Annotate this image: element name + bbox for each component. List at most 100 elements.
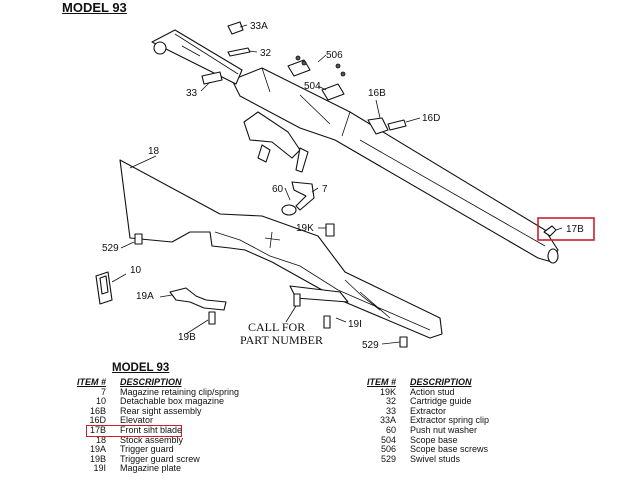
table-row: 32 Cartridge guide	[362, 397, 489, 407]
table-header-row: ITEM # DESCRIPTION	[362, 377, 489, 388]
label-529-top: 529	[102, 243, 119, 254]
item-description: Swivel studs	[410, 453, 461, 464]
action-stud-part	[325, 223, 335, 237]
item-description: Trigger guard screw	[120, 453, 200, 464]
table-row: 16D Elevator	[72, 416, 239, 426]
item-number: 32	[385, 396, 396, 407]
diagram-title: MODEL 93	[62, 0, 127, 15]
label-17b: 17B	[566, 224, 584, 235]
header-item: ITEM #	[366, 377, 396, 387]
item-number: 33A	[379, 415, 396, 426]
item-description: Extractor	[410, 405, 447, 416]
push-nut-washer-part	[281, 204, 297, 216]
label-7: 7	[322, 184, 328, 195]
item-number: 60	[385, 424, 396, 435]
item-number: 18	[95, 434, 106, 445]
item-description: Stock assembly	[120, 434, 184, 445]
label-529-bottom: 529	[362, 340, 379, 351]
item-number: 33	[385, 405, 396, 416]
label-506: 506	[326, 50, 343, 61]
front-sight-blade-part	[543, 225, 557, 237]
header-item: ITEM #	[76, 377, 106, 387]
table-row: 60 Push nut washer	[362, 424, 489, 436]
item-number: 17B	[89, 424, 106, 435]
item-description: Push nut washer	[410, 424, 478, 435]
scope-base-part	[287, 59, 311, 77]
table-row: 506 Scope base screws	[362, 445, 489, 455]
leader-lines	[111, 24, 563, 345]
label-504: 504	[304, 81, 321, 92]
label-16b: 16B	[368, 88, 386, 99]
table-header-row: ITEM # DESCRIPTION	[72, 377, 239, 388]
rear-sight-part	[367, 117, 389, 135]
trigger-assembly-part	[243, 111, 309, 173]
plate-screw-part	[293, 293, 301, 307]
trigger-guard-part	[169, 287, 227, 311]
plate-screw-part-2	[323, 315, 331, 329]
item-number: 16B	[89, 405, 106, 416]
item-number: 10	[95, 396, 106, 407]
table-row: 529 Swivel studs	[362, 453, 489, 465]
label-19k: 19K	[296, 223, 314, 234]
table-row: 19I Magazine plate	[72, 464, 239, 474]
item-number: 7	[100, 386, 106, 397]
label-33a: 33A	[250, 21, 268, 32]
trigger-guard-screw-part	[208, 311, 216, 325]
table-row: 18 Stock assembly	[72, 434, 239, 446]
item-description: Trigger guard	[120, 444, 174, 455]
item-description: Cartridge guide	[410, 396, 472, 407]
elevator-part	[387, 119, 407, 131]
item-number: 504	[380, 434, 396, 445]
item-number: 506	[380, 444, 396, 455]
table-row: 33A Extractor spring clip	[362, 416, 489, 426]
label-19b: 19B	[178, 332, 196, 343]
item-description: Front siht blade	[120, 424, 183, 435]
item-description: Action stud	[410, 386, 455, 397]
header-description: DESCRIPTION	[410, 377, 472, 387]
table-row: 10 Detachable box magazine	[72, 397, 239, 407]
highlight-box-row-17b	[86, 424, 182, 437]
parts-table-left: ITEM # DESCRIPTION 7 Magazine retaining c…	[72, 377, 240, 474]
scope-base-part-2	[321, 83, 345, 101]
magazine-part	[95, 271, 113, 305]
table-row-highlighted: 17B Front siht blade	[72, 424, 239, 437]
bolt-part	[151, 29, 243, 85]
item-description: Magazine plate	[120, 463, 182, 474]
item-description: Detachable box magazine	[120, 396, 225, 407]
extractor-spring-clip-part	[227, 21, 244, 35]
table-row: 33 Extractor	[362, 405, 489, 417]
label-18: 18	[148, 146, 160, 157]
label-19i: 19I	[348, 319, 362, 330]
item-description: Scope base screws	[410, 444, 489, 455]
stock-part	[119, 159, 443, 339]
scope-base-screws-part	[295, 55, 346, 77]
label-32: 32	[260, 48, 272, 59]
label-16d: 16D	[422, 113, 440, 124]
exploded-parts-diagram: 33A 32 33 506 504 16B 16D 18 60 7 19K 17…	[95, 21, 595, 351]
callout-line-1: CALL FOR	[248, 320, 305, 334]
item-description: Extractor spring clip	[410, 415, 490, 426]
item-number: 19K	[379, 386, 396, 397]
label-19a: 19A	[136, 291, 154, 302]
extractor-part	[201, 71, 223, 85]
label-60: 60	[272, 184, 284, 195]
item-number: 16D	[89, 415, 106, 426]
label-10: 10	[130, 265, 142, 276]
parts-table-right: ITEM # DESCRIPTION 19K Action stud 32 Cart…	[362, 377, 489, 465]
barrel-receiver-part	[231, 67, 559, 264]
table-row: 7 Magazine retaining clip/spring	[72, 386, 240, 398]
item-number: 529	[380, 453, 396, 464]
callout-line-2: PART NUMBER	[240, 333, 323, 347]
table-title: MODEL 93	[112, 362, 170, 374]
cartridge-guide-part	[227, 47, 251, 57]
swivel-stud-part-2	[399, 336, 408, 348]
swivel-stud-part	[134, 233, 143, 245]
item-description: Magazine retaining clip/spring	[120, 386, 240, 397]
table-row: 19K Action stud	[362, 386, 489, 398]
item-number: 19I	[93, 463, 106, 474]
label-33: 33	[186, 88, 198, 99]
item-description: Elevator	[120, 415, 154, 426]
